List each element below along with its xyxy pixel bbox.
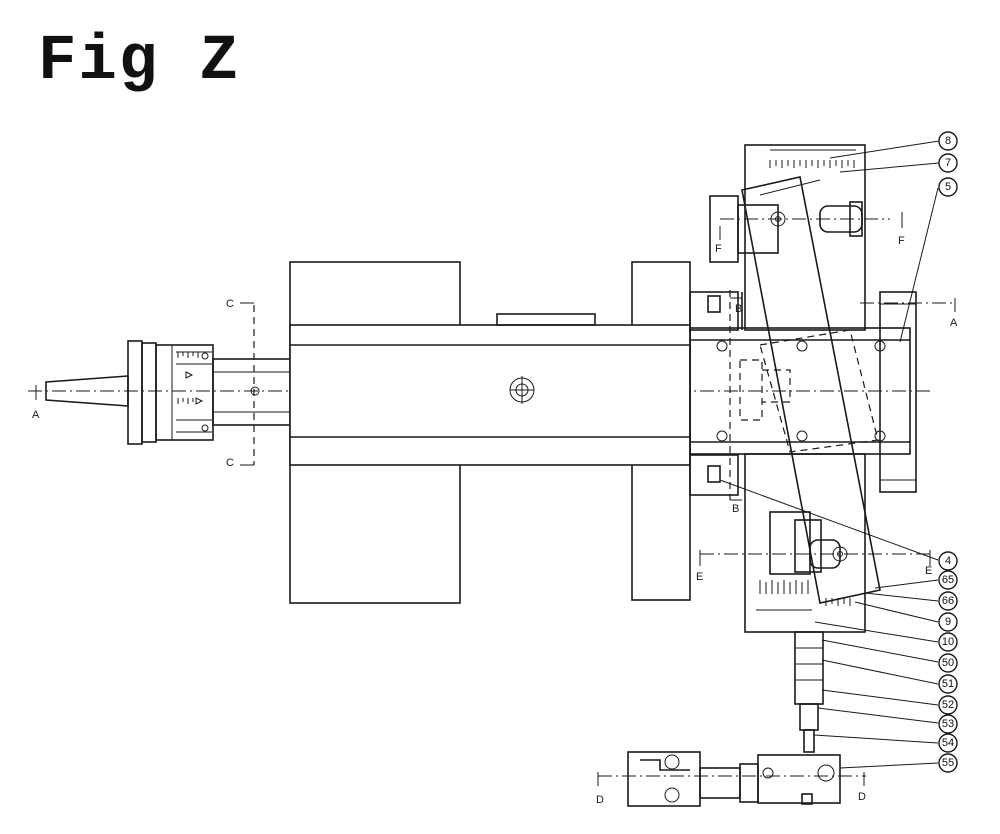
callout-9: 9 xyxy=(938,612,958,632)
flange-assembly xyxy=(689,291,917,496)
callout-10: 10 xyxy=(938,632,958,652)
callout-54: 54 xyxy=(938,733,958,753)
section-label-e-left: E xyxy=(696,571,703,583)
section-c: C C xyxy=(226,298,255,469)
section-label-f-left: F xyxy=(715,243,722,255)
screw-stem xyxy=(794,631,824,753)
section-label-f-right: F xyxy=(898,235,905,247)
callout-8: 8 xyxy=(938,131,958,151)
main-housing xyxy=(289,261,691,604)
section-label-c-top: C xyxy=(226,298,234,310)
svg-text:65: 65 xyxy=(942,574,954,586)
vernier-scale-marks xyxy=(177,352,204,405)
section-a-right: A xyxy=(860,298,958,329)
section-label-d-left: D xyxy=(596,794,604,806)
svg-text:9: 9 xyxy=(945,616,951,628)
rotating-plate xyxy=(741,144,881,633)
callout-5: 5 xyxy=(938,177,958,197)
section-label-d-right: D xyxy=(858,791,866,803)
callout-55: 55 xyxy=(938,753,958,773)
center-mark xyxy=(509,376,535,404)
upper-scale xyxy=(769,149,856,168)
section-label-c-bottom: C xyxy=(226,457,234,469)
section-b: B B xyxy=(729,290,742,515)
svg-text:10: 10 xyxy=(942,636,954,648)
svg-text:50: 50 xyxy=(942,657,954,669)
svg-text:4: 4 xyxy=(945,555,951,567)
upper-clamp: F F xyxy=(709,195,905,263)
section-label-b-bottom: B xyxy=(732,503,739,515)
callout-66: 66 xyxy=(938,591,958,611)
callout-65: 65 xyxy=(938,570,958,590)
lower-clamp: E E xyxy=(696,511,932,583)
svg-text:7: 7 xyxy=(945,157,951,169)
callout-52: 52 xyxy=(938,695,958,715)
svg-text:66: 66 xyxy=(942,595,954,607)
svg-text:54: 54 xyxy=(942,737,954,749)
lower-scale xyxy=(756,580,851,611)
svg-text:53: 53 xyxy=(942,718,954,730)
svg-text:52: 52 xyxy=(942,699,954,711)
section-label-e-right: E xyxy=(925,565,932,577)
callout-50: 50 xyxy=(938,653,958,673)
leader-lines xyxy=(719,140,940,769)
section-label-b-top: B xyxy=(735,303,742,315)
svg-text:5: 5 xyxy=(945,181,951,193)
callout-7: 7 xyxy=(938,153,958,173)
callouts: 8 7 5 4 65 66 9 10 50 51 52 53 54 55 xyxy=(938,131,958,773)
svg-text:8: 8 xyxy=(945,135,951,147)
left-spindle xyxy=(45,340,292,445)
callout-51: 51 xyxy=(938,674,958,694)
svg-text:51: 51 xyxy=(942,678,954,690)
callout-4: 4 xyxy=(938,551,958,571)
section-label-a-right: A xyxy=(950,317,958,329)
svg-text:55: 55 xyxy=(942,757,954,769)
section-label-a-left: A xyxy=(32,409,40,421)
callout-53: 53 xyxy=(938,714,958,734)
bottom-fixture: D D xyxy=(596,751,866,807)
figure-title: Fig Z xyxy=(38,26,241,98)
